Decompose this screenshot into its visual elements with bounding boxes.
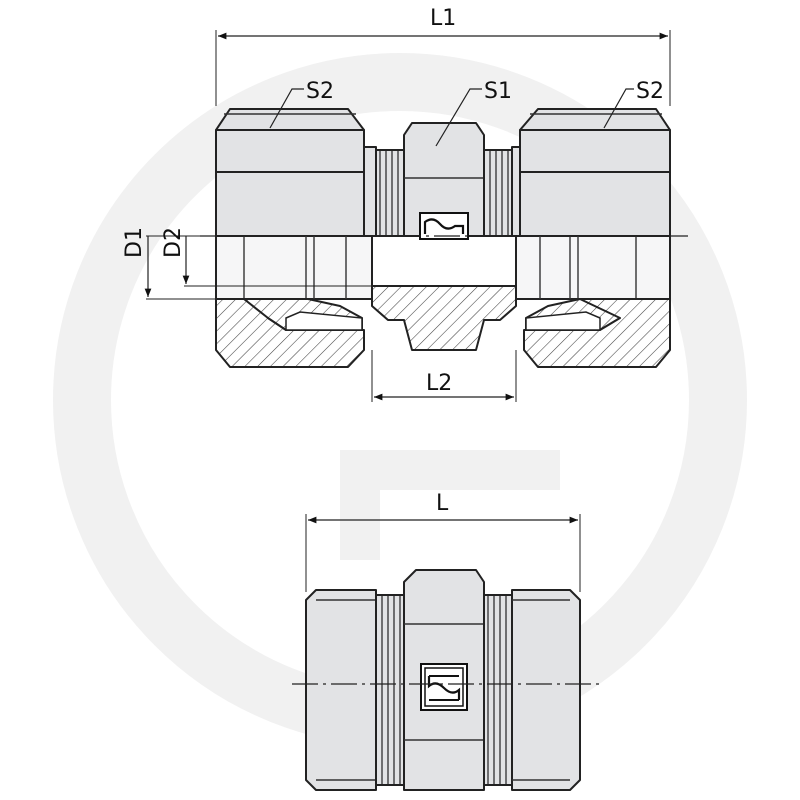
label-s2-left: S2: [306, 79, 334, 104]
label-s2-right: S2: [636, 79, 664, 104]
right-threaded-end: [483, 589, 581, 791]
label-l1: L1: [430, 6, 456, 31]
label-d2: D2: [161, 227, 186, 258]
dimension-l1: [215, 30, 671, 106]
left-thread-collar: [363, 146, 405, 237]
union-body-view: L: [292, 491, 604, 791]
label-l2: L2: [426, 371, 452, 396]
label-d1: D1: [122, 227, 147, 258]
dimension-l2: [371, 350, 517, 402]
label-l: L: [436, 491, 449, 516]
right-thread-collar: [483, 146, 525, 237]
right-nut-s2: [519, 108, 671, 237]
dimension-l: [305, 514, 581, 592]
left-nut-s2: [215, 108, 365, 237]
section-hatching: [215, 285, 671, 368]
left-threaded-end: [305, 589, 405, 791]
sectioned-union-view: S2 S1 S2 L1 L2 D1 D2: [122, 6, 688, 402]
label-s1: S1: [484, 79, 512, 104]
center-hex-s1: [403, 122, 485, 240]
center-hex: [403, 569, 485, 791]
dimension-d1-d2: [144, 235, 372, 300]
leaders-s: [269, 88, 634, 147]
